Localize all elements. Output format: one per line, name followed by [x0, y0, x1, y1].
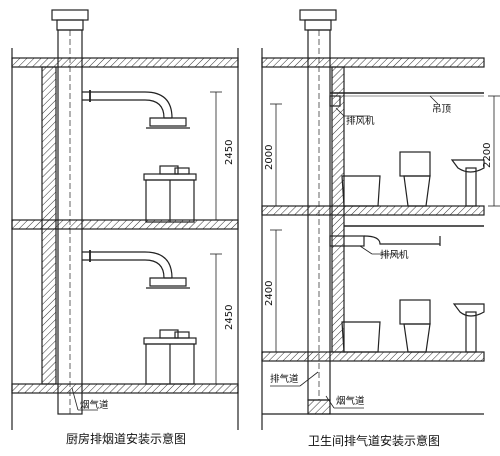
bathtub-upper	[341, 175, 381, 207]
dim-label-2200: 2200	[482, 143, 493, 168]
bathroom-caption: 卫生间排气道安装示意图	[308, 434, 441, 448]
wall	[41, 66, 57, 385]
dim-label-lower: 2450	[224, 305, 235, 330]
exhaust-fan-label-upper: 排风机	[346, 115, 375, 127]
flue-label-right: 烟气道	[336, 395, 365, 407]
bathroom-exhaust-diagram	[261, 9, 500, 430]
range-hood-lower	[82, 250, 190, 289]
floor-slab-bottom	[11, 383, 239, 394]
range-hood-upper	[82, 90, 190, 129]
dim-label-2000: 2000	[264, 145, 275, 170]
toilet-upper	[399, 151, 431, 207]
dimension-lines-left	[210, 91, 222, 385]
exhaust-duct-label: 排气道	[270, 373, 299, 385]
exhaust-cap	[299, 9, 337, 21]
washbasin-lower	[452, 303, 485, 353]
suspended-ceiling-label: 吊顶	[432, 104, 452, 115]
roof-slab	[11, 57, 239, 68]
stove-cabinet-lower	[143, 329, 197, 385]
floor-slab-middle-right	[261, 205, 485, 216]
floor-slab-middle	[11, 219, 239, 230]
dimension-lines-right	[270, 95, 500, 353]
exhaust-fan-lower	[329, 225, 484, 247]
floor-slab-bottom-right	[261, 351, 485, 362]
toilet-lower	[399, 299, 431, 353]
washbasin-upper	[450, 159, 485, 207]
bathtub-lower	[341, 321, 381, 353]
roof-slab-right	[261, 57, 485, 68]
kitchen-caption: 厨房排烟道安装示意图	[66, 432, 187, 446]
dim-label-2400: 2400	[264, 281, 275, 306]
dim-label-upper: 2450	[224, 140, 235, 165]
flue-cap	[51, 9, 89, 21]
flue-label-left: 烟气道	[80, 399, 109, 411]
exhaust-fan-label-lower: 排风机	[380, 249, 409, 261]
stove-cabinet-upper	[143, 165, 197, 223]
kitchen-flue-diagram	[11, 9, 239, 430]
wall-right	[331, 66, 345, 353]
